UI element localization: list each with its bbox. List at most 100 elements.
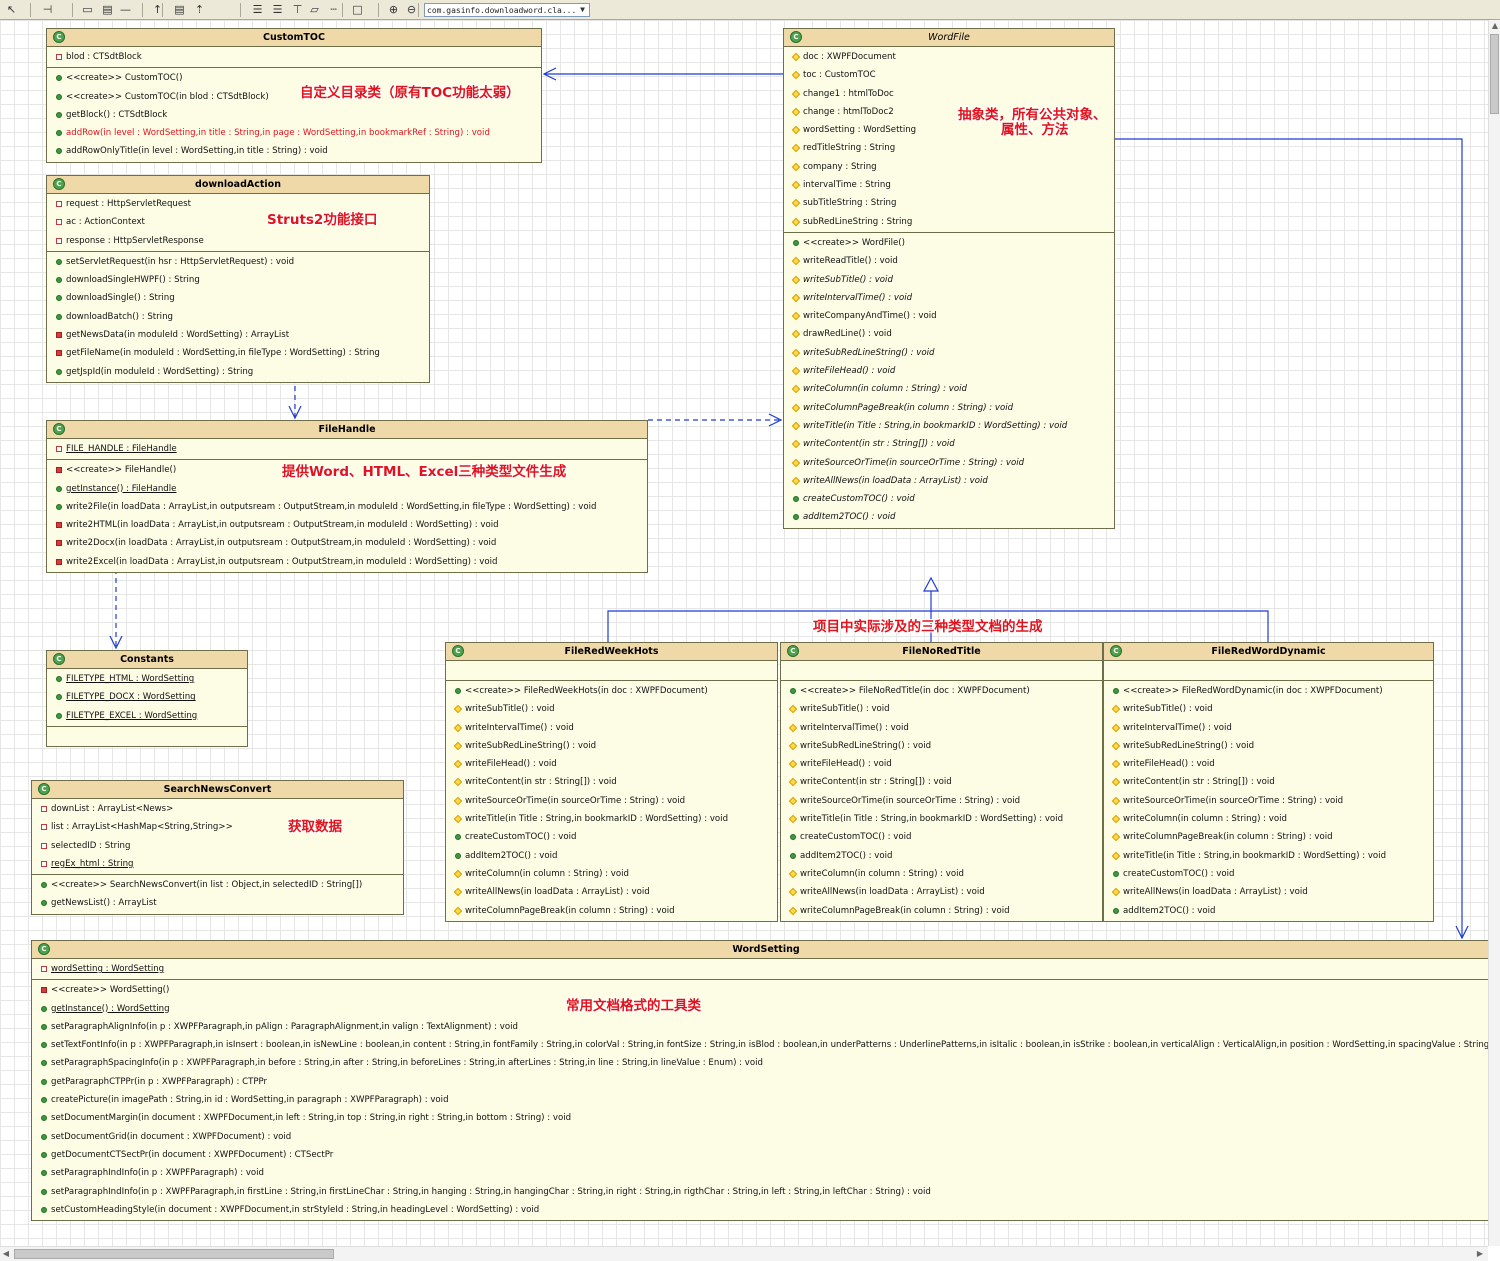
operation-row[interactable]: writeContent(in str : String[]) : void: [1104, 773, 1433, 791]
operation-row[interactable]: getNewsData(in moduleId : WordSetting) :…: [47, 326, 429, 344]
chevron-down-icon[interactable]: ▼: [580, 5, 585, 14]
folder-interface-icon[interactable]: ▤: [102, 3, 113, 16]
attribute-row[interactable]: regEx_html : String: [32, 855, 403, 873]
operation-row[interactable]: writeFileHead() : void: [781, 755, 1102, 773]
operation-row[interactable]: writeColumnPageBreak(in column : String)…: [781, 902, 1102, 920]
operation-row[interactable]: downloadSingle() : String: [47, 289, 429, 307]
operation-row[interactable]: getNewsList() : ArrayList: [32, 894, 403, 912]
attribute-row[interactable]: ac : ActionContext: [47, 213, 429, 231]
operation-row[interactable]: <<create>> SearchNewsConvert(in list : O…: [32, 876, 403, 894]
operation-row[interactable]: addItem2TOC() : void: [781, 847, 1102, 865]
operation-row[interactable]: writeReadTitle() : void: [784, 252, 1114, 270]
operation-row[interactable]: addRowOnlyTitle(in level : WordSetting,i…: [47, 142, 541, 160]
package-combo[interactable]: com.gasinfo.downloadword.cla...▼: [424, 3, 590, 17]
attribute-row[interactable]: doc : XWPFDocument: [784, 48, 1114, 66]
operation-row[interactable]: createCustomTOC() : void: [781, 828, 1102, 846]
operation-row[interactable]: setParagraphAlignInfo(in p : XWPFParagra…: [32, 1018, 1488, 1036]
operation-row[interactable]: createPicture(in imagePath : String,in i…: [32, 1091, 1488, 1109]
operation-row[interactable]: createCustomTOC() : void: [784, 490, 1114, 508]
operation-row[interactable]: writeColumn(in column : String) : void: [446, 865, 777, 883]
operation-row[interactable]: getParagraphCTPPr(in p : XWPFParagraph) …: [32, 1073, 1488, 1091]
attribute-row[interactable]: change1 : htmlToDoc: [784, 85, 1114, 103]
horizontal-scroll-thumb[interactable]: [14, 1249, 334, 1259]
operation-row[interactable]: writeFileHead() : void: [446, 755, 777, 773]
operation-row[interactable]: <<create>> FileHandle(): [47, 461, 647, 479]
operation-row[interactable]: <<create>> WordFile(): [784, 234, 1114, 252]
operation-row[interactable]: drawRedLine() : void: [784, 325, 1114, 343]
note-icon[interactable]: ▱: [310, 3, 319, 16]
operation-row[interactable]: createCustomTOC() : void: [1104, 865, 1433, 883]
attribute-row[interactable]: FILETYPE_DOCX : WordSetting: [47, 688, 247, 706]
attribute-row[interactable]: redTitleString : String: [784, 139, 1114, 157]
operation-row[interactable]: writeIntervalTime() : void: [446, 719, 777, 737]
attribute-row[interactable]: wordSetting : WordSetting: [32, 960, 1488, 978]
operation-row[interactable]: <<create>> CustomTOC(in blod : CTSdtBloc…: [47, 88, 541, 106]
attribute-row[interactable]: response : HttpServletResponse: [47, 232, 429, 250]
operation-row[interactable]: writeSubTitle() : void: [784, 271, 1114, 289]
select-icon[interactable]: ↖: [6, 3, 17, 16]
align-left-icon[interactable]: ☰: [252, 3, 263, 16]
operation-row[interactable]: addItem2TOC() : void: [446, 847, 777, 865]
operation-row[interactable]: writeColumn(in column : String) : void: [1104, 810, 1433, 828]
dotted-line-icon[interactable]: ┄: [330, 3, 337, 16]
operation-row[interactable]: setCustomHeadingStyle(in document : XWPF…: [32, 1201, 1488, 1219]
zoom-in-icon[interactable]: ⊕: [388, 3, 399, 16]
attribute-row[interactable]: selectedID : String: [32, 837, 403, 855]
operation-row[interactable]: setTextFontInfo(in p : XWPFParagraph,in …: [32, 1036, 1488, 1054]
generalization-icon[interactable]: ↑: [152, 3, 163, 16]
operation-row[interactable]: writeTitle(in Title : String,in bookmark…: [1104, 847, 1433, 865]
operation-row[interactable]: writeContent(in str : String[]) : void: [784, 435, 1114, 453]
attach-icon[interactable]: ⊣: [42, 3, 53, 16]
operation-row[interactable]: addItem2TOC() : void: [784, 508, 1114, 526]
class-icon[interactable]: ▤: [174, 3, 185, 16]
operation-row[interactable]: writeSourceOrTime(in sourceOrTime : Stri…: [781, 792, 1102, 810]
operation-row[interactable]: writeFileHead() : void: [1104, 755, 1433, 773]
operation-row[interactable]: write2HTML(in loadData : ArrayList,in ou…: [47, 516, 647, 534]
line-icon[interactable]: —: [120, 3, 131, 16]
operation-row[interactable]: writeSourceOrTime(in sourceOrTime : Stri…: [784, 454, 1114, 472]
attribute-row[interactable]: subRedLineString : String: [784, 213, 1114, 231]
operation-row[interactable]: addRow(in level : WordSetting,in title :…: [47, 124, 541, 142]
attribute-row[interactable]: company : String: [784, 158, 1114, 176]
operation-row[interactable]: setParagraphIndInfo(in p : XWPFParagraph…: [32, 1183, 1488, 1201]
operation-row[interactable]: writeSubTitle() : void: [781, 700, 1102, 718]
operation-row[interactable]: getInstance() : FileHandle: [47, 480, 647, 498]
operation-row[interactable]: writeAllNews(in loadData : ArrayList) : …: [784, 472, 1114, 490]
operation-row[interactable]: <<create>> CustomTOC(): [47, 69, 541, 87]
attribute-row[interactable]: FILE_HANDLE : FileHandle: [47, 440, 647, 458]
operation-row[interactable]: write2Docx(in loadData : ArrayList,in ou…: [47, 534, 647, 552]
operation-row[interactable]: writeSubRedLineString() : void: [784, 344, 1114, 362]
operation-row[interactable]: downloadBatch() : String: [47, 308, 429, 326]
operation-row[interactable]: <<create>> FileRedWordDynamic(in doc : X…: [1104, 682, 1433, 700]
attribute-row[interactable]: request : HttpServletRequest: [47, 195, 429, 213]
vertical-scrollbar[interactable]: ▲: [1488, 20, 1500, 1246]
attribute-row[interactable]: wordSetting : WordSetting: [784, 121, 1114, 139]
operation-row[interactable]: writeAllNews(in loadData : ArrayList) : …: [1104, 883, 1433, 901]
operation-row[interactable]: writeSubTitle() : void: [446, 700, 777, 718]
operation-row[interactable]: createCustomTOC() : void: [446, 828, 777, 846]
operation-row[interactable]: writeColumnPageBreak(in column : String)…: [446, 902, 777, 920]
operation-row[interactable]: addItem2TOC() : void: [1104, 902, 1433, 920]
operation-row[interactable]: writeColumnPageBreak(in column : String)…: [1104, 828, 1433, 846]
attribute-row[interactable]: downList : ArrayList<News>: [32, 800, 403, 818]
operation-row[interactable]: writeSubRedLineString() : void: [1104, 737, 1433, 755]
operation-row[interactable]: writeIntervalTime() : void: [1104, 719, 1433, 737]
operation-row[interactable]: writeIntervalTime() : void: [781, 719, 1102, 737]
operation-row[interactable]: writeTitle(in Title : String,in bookmark…: [781, 810, 1102, 828]
operation-row[interactable]: writeFileHead() : void: [784, 362, 1114, 380]
operation-row[interactable]: writeSubRedLineString() : void: [781, 737, 1102, 755]
operation-row[interactable]: write2File(in loadData : ArrayList,in ou…: [47, 498, 647, 516]
attribute-row[interactable]: toc : CustomTOC: [784, 66, 1114, 84]
operation-row[interactable]: write2Excel(in loadData : ArrayList,in o…: [47, 553, 647, 571]
operation-row[interactable]: setParagraphSpacingInfo(in p : XWPFParag…: [32, 1054, 1488, 1072]
operation-row[interactable]: setParagraphIndInfo(in p : XWPFParagraph…: [32, 1164, 1488, 1182]
